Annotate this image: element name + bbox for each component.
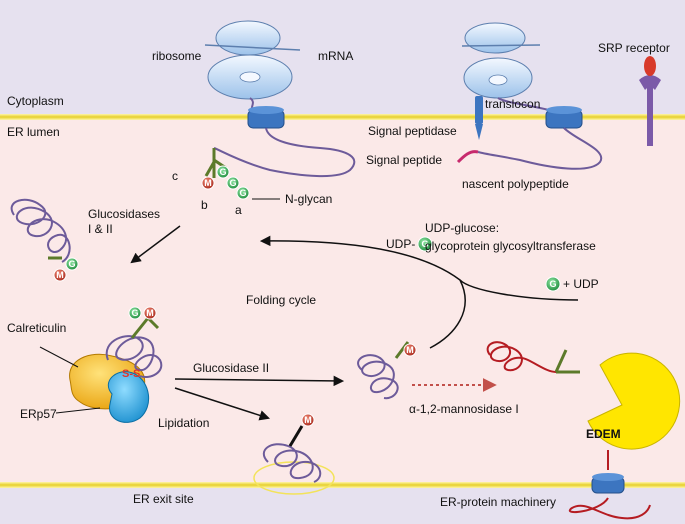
er-lumen-region [0,120,685,484]
er-protein-machinery-label: ER-protein machinery [440,495,556,509]
erp57-leader [55,407,101,414]
disulfide-bond-label: S-S [122,368,140,380]
nascent-chain-2 [477,127,603,170]
translocon-1 [247,106,285,129]
glucose-glyph: G [549,279,556,289]
translocon-2 [545,106,583,129]
glucose-icon [65,257,79,271]
glycan-branch-a-label: a [235,203,242,217]
er-membrane-bottom [0,482,685,488]
er-lumen-label: ER lumen [7,125,60,139]
folding-cycle-arc [429,279,466,349]
mannose-glyph: M [204,178,212,188]
glucose-glyph: G [68,259,75,269]
edem-label: EDEM [586,427,621,441]
uggt-label: UDP-glucose: [425,221,499,235]
glycan-branch-b-label: b [201,198,208,212]
glycan-stem [146,316,160,330]
calreticulin-leader [39,346,79,368]
glucosidases-arrow [130,225,181,264]
udp-label: UDP- [386,237,415,251]
retrotranslocation-channel [591,473,625,494]
signal-peptidase-label: Signal peptidase [368,124,457,138]
bound-glycoprotein [105,335,163,378]
translocon-label: translocon [485,97,540,111]
glucose-glyph: G [239,188,246,198]
signal-peptide [456,150,479,164]
glucose-icon [128,306,142,320]
mrna-strand-2 [461,44,541,47]
misfolded-protein [486,341,557,373]
mannosidase-label: α-1,2-mannosidase I [409,402,519,416]
nascent-polypeptide-label: nascent polypeptide [462,177,569,191]
glucose-glyph: G [131,308,138,318]
mannose-icon [403,343,417,357]
calreticulin-complex [69,353,150,423]
mannose-icon [301,413,315,427]
glucose-icon [417,236,433,252]
ribosome-label: ribosome [152,49,202,63]
lipidated-protein [262,443,322,483]
mannose-glyph: M [406,345,414,355]
glucosidases-label-line2: I & II [88,222,113,236]
deglucosylated-protein [10,198,71,263]
cytoplasm-label: Cytoplasm [7,94,64,108]
edem-shape [587,352,681,450]
plus-udp-label: + UDP [563,277,599,291]
mannose-glyph: M [304,415,312,425]
glucosidase-ii-label: Glucosidase II [193,361,269,375]
n-glycan-tree: M G G G [201,148,250,200]
ribosome-1 [204,20,301,100]
n-glycan-label: N-glycan [285,192,332,206]
glucose-icon [545,276,561,292]
signal-peptidase [475,96,483,140]
mannose-glyph: M [146,308,154,318]
mrna-label: mRNA [318,49,353,63]
er-membrane-top [0,114,685,120]
uggt-label-line2: glycoprotein glycosyltransferase [425,239,596,253]
ribosome-2 [461,22,541,99]
glucosidases-label: Glucosidases [88,207,160,221]
glucosidase-ii-arrow [174,375,345,387]
mannose-glyph: M [56,270,64,280]
glucose-glyph: G [229,178,236,188]
glycan-stem [394,341,410,359]
folding-cycle-label: Folding cycle [246,293,316,307]
glucose-glyph: G [421,239,428,249]
mannose-icon [53,268,67,282]
srp-receptor [639,56,661,146]
lipidation-label: Lipidation [158,416,209,430]
srp-receptor-label: SRP receptor [598,41,670,55]
glycan-branch-c-label: c [172,169,178,183]
lipidation-arrow [174,387,270,421]
er-exit-region [0,488,685,524]
glycan-stem [130,317,150,339]
retrotranslocated-chain [568,497,651,520]
signal-peptide-label: Signal peptide [366,153,442,167]
nascent-chain-1 [213,127,356,178]
mrna-strand-1 [204,44,301,51]
reglucosylation-arrow [259,235,579,301]
lipid-anchor [288,425,304,447]
glycan-stem [554,349,568,373]
glucose-glyph: G [219,167,226,177]
er-exit-site-label: ER exit site [133,492,194,506]
mannose-icon [143,306,157,320]
erp57-label: ERp57 [20,407,57,421]
calreticulin-label: Calreticulin [7,321,66,335]
monoglucosylated-protein [357,354,399,400]
cytoplasm-region [0,0,685,116]
